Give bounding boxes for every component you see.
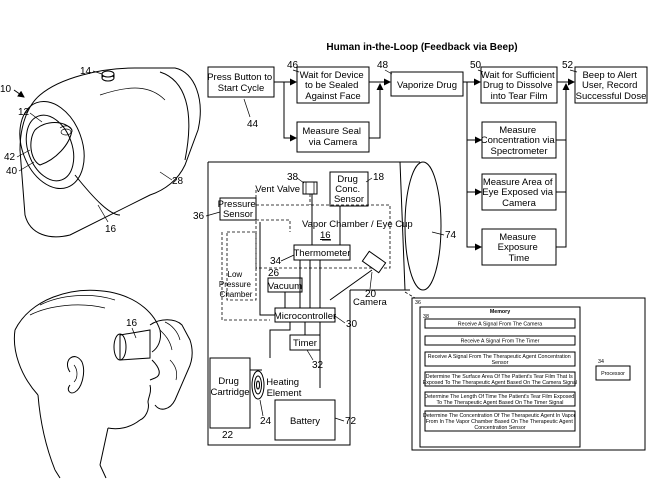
ref-26: 26	[268, 268, 280, 279]
memory-item-5: Determine The Length Of Time The Patient…	[424, 394, 575, 406]
ref-16-head: 16	[126, 318, 138, 329]
pressure-sensor-label: Pressure Sensor	[218, 199, 259, 220]
press-button-label: Press Button to Start Cycle	[207, 72, 275, 94]
vaporize-box	[390, 71, 464, 97]
ref-74: 74	[445, 230, 457, 241]
processor-label: Processor	[601, 371, 625, 377]
ref-48: 48	[377, 60, 389, 71]
timer-label: Timer	[293, 338, 317, 349]
memory-item-4: Determine The Surface Area Of The Patien…	[423, 374, 578, 386]
memory-item-4-box	[424, 371, 576, 387]
beep-label: Beep to Alert User, Record Successful Do…	[576, 70, 647, 102]
beep-box	[574, 66, 648, 104]
press-button-box	[207, 66, 275, 98]
camera-label: Camera	[353, 297, 388, 308]
ref-42: 42	[4, 152, 16, 163]
memory-ref-36: 36	[415, 300, 421, 306]
memory-ref-38: 38	[423, 314, 429, 320]
memory-item-6-box	[424, 410, 576, 432]
ref-30: 30	[346, 319, 358, 330]
ref-18: 18	[373, 172, 385, 183]
ref-38: 38	[287, 172, 299, 183]
wait-dissolve-box	[480, 66, 558, 104]
memory-panel: 36 Memory 38 Receive A Signal From The C…	[411, 297, 646, 451]
ref-24: 24	[260, 416, 272, 427]
ref-34: 34	[270, 256, 282, 267]
heating-element-label: Heating Element	[266, 377, 301, 399]
camera-box	[361, 250, 387, 274]
drug-conc-sensor-label: Drug Conc. Sensor	[334, 174, 364, 205]
vent-valve-label: Vent Valve	[255, 184, 300, 195]
user-head-drawing: 16	[13, 289, 193, 479]
ref-16a: 16	[105, 224, 117, 235]
ref-36: 36	[193, 211, 205, 222]
measure-time-label: Measure Exposure Time	[498, 232, 541, 264]
flow-chart: Press Button to Start Cycle 44 Wait for …	[207, 60, 648, 266]
ref-14: 14	[80, 66, 92, 77]
measure-area-box	[481, 173, 557, 211]
wait-seal-box	[296, 66, 370, 104]
measure-seal-box	[296, 121, 370, 153]
memory-item-1-box	[424, 318, 576, 329]
vacuum-label: Vacuum	[268, 281, 302, 292]
device-perspective-drawing: 10 12 14 42 40 16 28	[0, 66, 201, 238]
memory-item-6: Determine The Concentration Of The Thera…	[423, 413, 577, 431]
drug-cartridge-box	[209, 357, 251, 429]
measure-conc-label: Measure Concentration via Spectrometer	[481, 125, 558, 157]
wait-seal-label: Wait for Device to be Sealed Against Fac…	[300, 70, 367, 102]
microcontroller-label: Microcontroller	[274, 311, 336, 322]
thermometer-box	[293, 244, 351, 261]
vapor-chamber-label: Vapor Chamber / Eye Cup	[302, 219, 413, 230]
low-pressure-chamber-label: Low Pressure Chamber	[219, 270, 253, 299]
measure-seal-label: Measure Seal via Camera	[302, 126, 363, 148]
memory-title: Memory	[490, 309, 510, 315]
ref-22: 22	[222, 430, 234, 441]
vent-valve-box	[302, 181, 318, 195]
ref-44: 44	[247, 119, 259, 130]
memory-item-3: Receive A Signal From The Therapeutic Ag…	[428, 354, 572, 366]
timer-box	[289, 334, 321, 351]
measure-area-label: Measure Area of Eye Exposed via Camera	[482, 177, 555, 209]
memory-item-1: Receive A Signal From The Camera	[458, 322, 542, 328]
wait-dissolve-label: Wait for Sufficient Drug to Dissolve int…	[481, 70, 558, 102]
memory-item-2: Receive A Signal From The Timer	[461, 339, 540, 345]
ref-40: 40	[6, 166, 18, 177]
ref-10: 10	[0, 84, 12, 95]
drug-conc-sensor-box	[329, 171, 369, 207]
battery-box	[274, 399, 336, 441]
ref-12: 12	[18, 107, 30, 118]
memory-item-5-box	[424, 391, 576, 407]
memory-item-3-box	[424, 351, 576, 367]
vaporize-label: Vaporize Drug	[397, 80, 457, 91]
memory-ref-34: 34	[598, 359, 604, 365]
thermometer-label: Thermometer	[293, 248, 350, 259]
processor-box	[595, 365, 631, 381]
drug-cartridge-label: Drug Cartridge	[210, 376, 249, 398]
diagram-title: Human in-the-Loop (Feedback via Beep)	[326, 42, 517, 53]
memory-item-2-box	[424, 335, 576, 346]
ref-72: 72	[345, 416, 357, 427]
vapor-chamber-ref: 16	[320, 230, 331, 241]
device-schematic: 74 Vent Valve 38 Drug Conc. Sensor 18 Pr…	[193, 161, 457, 446]
ref-28: 28	[172, 176, 184, 187]
battery-label: Battery	[290, 416, 320, 427]
ref-50: 50	[470, 60, 482, 71]
ref-32: 32	[312, 360, 324, 371]
ref-46: 46	[287, 60, 299, 71]
ref-52: 52	[562, 60, 574, 71]
ref-20: 20	[365, 289, 377, 300]
